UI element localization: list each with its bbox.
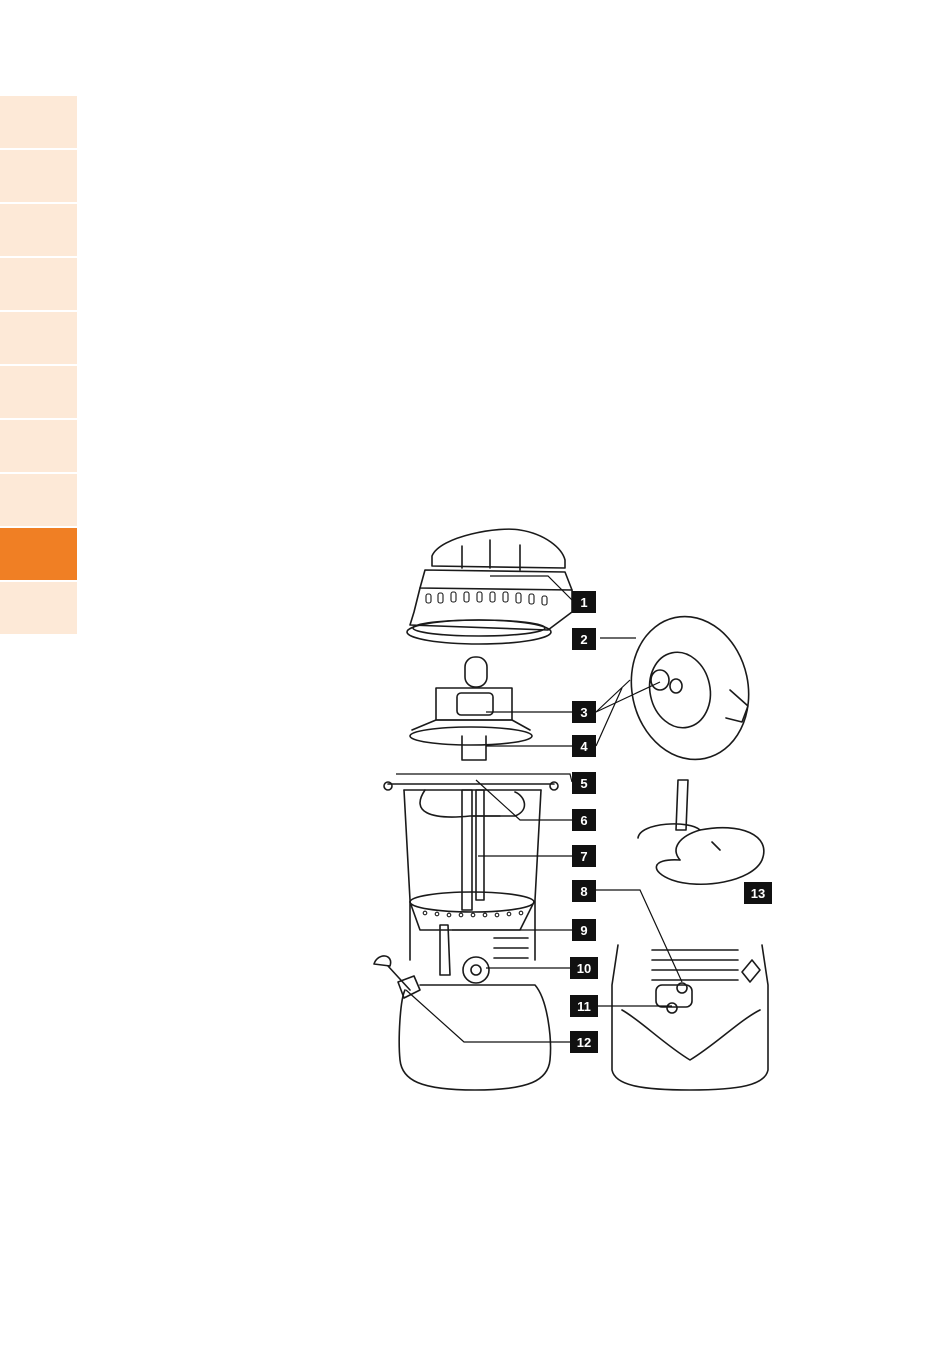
callout-label: 5	[580, 776, 587, 791]
callout-label: 12	[577, 1035, 591, 1050]
callout-label: 8	[580, 884, 587, 899]
reflector-drawing	[618, 606, 761, 771]
callout-label: 7	[580, 849, 587, 864]
callout-label: 1	[580, 595, 587, 610]
callout-label: 13	[751, 886, 765, 901]
callout-9: 9	[572, 919, 596, 941]
callout-label: 2	[580, 632, 587, 647]
callout-4: 4	[572, 735, 596, 757]
fount-cutaway-drawing	[612, 945, 768, 1090]
callout-10: 10	[570, 957, 598, 979]
callout-13: 13	[744, 882, 772, 904]
callout-8: 8	[572, 880, 596, 902]
callout-label: 11	[577, 999, 591, 1014]
callout-6: 6	[572, 809, 596, 831]
burner-hood-drawing	[410, 657, 532, 760]
ventilator-cap-drawing	[407, 529, 572, 644]
callout-1: 1	[572, 591, 596, 613]
callout-7: 7	[572, 845, 596, 867]
callout-12: 12	[570, 1031, 598, 1053]
callout-2: 2	[572, 628, 596, 650]
callout-label: 9	[580, 923, 587, 938]
callout-label: 4	[580, 739, 588, 754]
callout-label: 3	[580, 705, 587, 720]
callout-label: 6	[580, 813, 587, 828]
callout-5: 5	[572, 772, 596, 794]
callout-label: 10	[577, 961, 591, 976]
callout-11: 11	[570, 995, 598, 1017]
mantle-drawing	[638, 780, 764, 884]
callout-3: 3	[572, 701, 596, 723]
lantern-frame-drawing	[374, 782, 558, 1090]
